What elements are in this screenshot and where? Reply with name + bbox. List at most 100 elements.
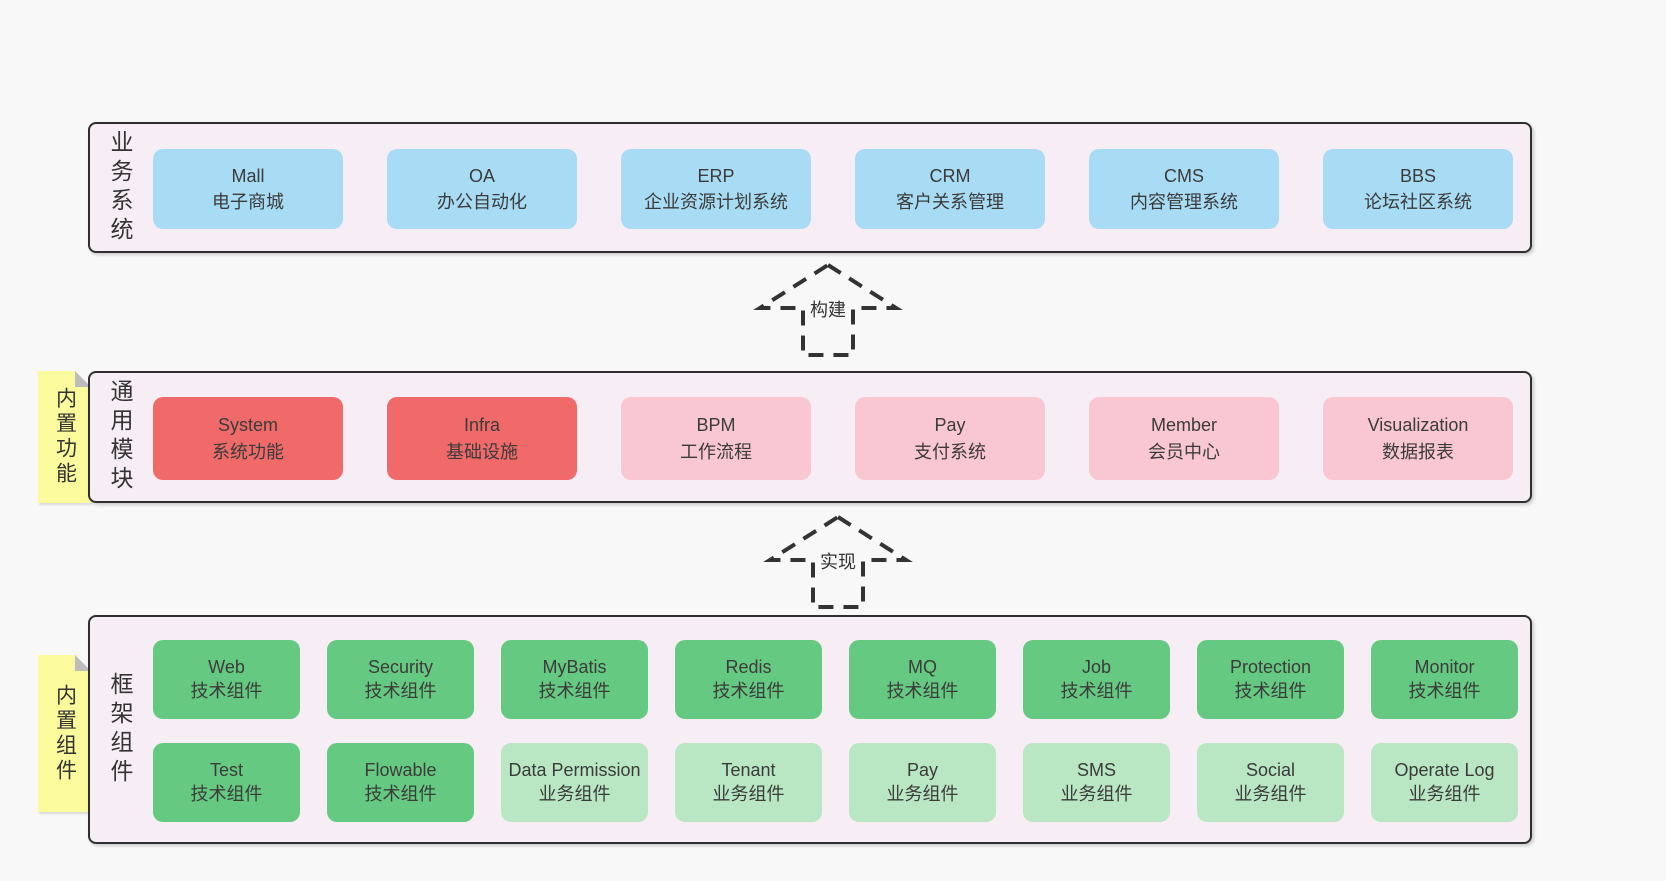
box-subtitle: 论坛社区系统 — [1364, 192, 1472, 212]
box-subtitle: 工作流程 — [680, 441, 752, 462]
box-title: Pay — [906, 760, 939, 781]
builtin-components-label: 内置组件 — [53, 683, 77, 784]
box-title: CMS — [1164, 165, 1204, 186]
box-bbs: BBS 论坛社区系统 — [1323, 149, 1513, 229]
box-title: Pay — [934, 415, 966, 436]
box-title: Web — [208, 657, 245, 678]
box-subtitle: 技术组件 — [364, 680, 437, 701]
box-title: BBS — [1399, 165, 1437, 186]
box-title: Social — [1245, 760, 1296, 781]
box-subtitle: 业务组件 — [886, 783, 959, 804]
folded-corner-icon — [75, 371, 91, 387]
box-bpm: BPM 工作流程 — [621, 397, 811, 480]
box-title: Member — [1150, 415, 1217, 436]
box-member: Member 会员中心 — [1089, 397, 1279, 480]
up-block-arrow-icon — [763, 514, 913, 609]
box-title: BPM — [696, 415, 736, 436]
box-title: Protection — [1229, 657, 1312, 678]
box-subtitle: 技术组件 — [190, 680, 263, 701]
box-title: Security — [367, 657, 434, 678]
box-title: Visualization — [1367, 415, 1469, 436]
box-crm: CRM 客户关系管理 — [855, 149, 1045, 229]
box-subtitle: 业务组件 — [1060, 783, 1133, 804]
box-subtitle: 基础设施 — [446, 441, 518, 462]
box-infra: Infra 基础设施 — [387, 397, 577, 480]
box-subtitle: 企业资源计划系统 — [644, 192, 788, 212]
implement-arrow: 实现 — [763, 514, 913, 610]
builtin-components-sticky: 内置组件 — [38, 655, 91, 812]
box-subtitle: 技术组件 — [1060, 680, 1133, 701]
box-subtitle: 数据报表 — [1382, 441, 1454, 462]
box-title: Monitor — [1414, 657, 1475, 678]
box-subtitle: 技术组件 — [1408, 680, 1481, 701]
box-title: Operate Log — [1394, 760, 1495, 781]
box-title: ERP — [697, 165, 735, 186]
box-subtitle: 会员中心 — [1148, 441, 1220, 462]
box-subtitle: 客户关系管理 — [896, 192, 1004, 212]
box-title: Tenant — [721, 760, 776, 781]
box-title: Test — [209, 760, 243, 781]
box-title: CRM — [929, 165, 971, 186]
box-title: OA — [468, 165, 495, 186]
box-cms: CMS 内容管理系统 — [1089, 149, 1279, 229]
folded-corner-icon — [75, 655, 91, 671]
box-subtitle: 业务组件 — [712, 783, 785, 804]
build-arrow-label: 构建 — [807, 295, 849, 323]
up-block-arrow-icon — [753, 262, 903, 357]
box-title: Flowable — [364, 760, 437, 781]
box-subtitle: 技术组件 — [886, 680, 959, 701]
box-visualization: Visualization 数据报表 — [1323, 397, 1513, 480]
box-subtitle: 业务组件 — [538, 783, 611, 804]
box-erp: ERP 企业资源计划系统 — [621, 149, 811, 229]
box-title: Data Permission — [508, 760, 641, 781]
box-subtitle: 业务组件 — [1408, 783, 1481, 804]
box-title: MQ — [908, 657, 937, 678]
implement-arrow-label: 实现 — [817, 547, 859, 575]
box-title: Redis — [725, 657, 772, 678]
box-oa: OA 办公自动化 — [387, 149, 577, 229]
box-subtitle: 电子商城 — [212, 192, 284, 212]
business-systems-side-label: 业务系统 — [107, 129, 133, 246]
box-subtitle: 技术组件 — [1234, 680, 1307, 701]
box-subtitle: 技术组件 — [190, 783, 263, 804]
box-subtitle: 技术组件 — [712, 680, 785, 701]
box-title: Infra — [463, 415, 501, 436]
box-subtitle: 技术组件 — [364, 783, 437, 804]
box-subtitle: 支付系统 — [914, 441, 986, 462]
builtin-features-label: 内置功能 — [53, 387, 77, 487]
box-title: SMS — [1076, 760, 1116, 781]
box-subtitle: 办公自动化 — [437, 192, 527, 212]
box-subtitle: 技术组件 — [538, 680, 611, 701]
box-subtitle: 业务组件 — [1234, 783, 1307, 804]
framework-components-side-label: 框架组件 — [107, 671, 133, 788]
box-subtitle: 内容管理系统 — [1130, 192, 1238, 212]
box-title: System — [217, 415, 278, 436]
common-modules-side-label: 通用模块 — [107, 379, 133, 495]
build-arrow: 构建 — [753, 262, 903, 358]
box-title: MyBatis — [542, 657, 607, 678]
